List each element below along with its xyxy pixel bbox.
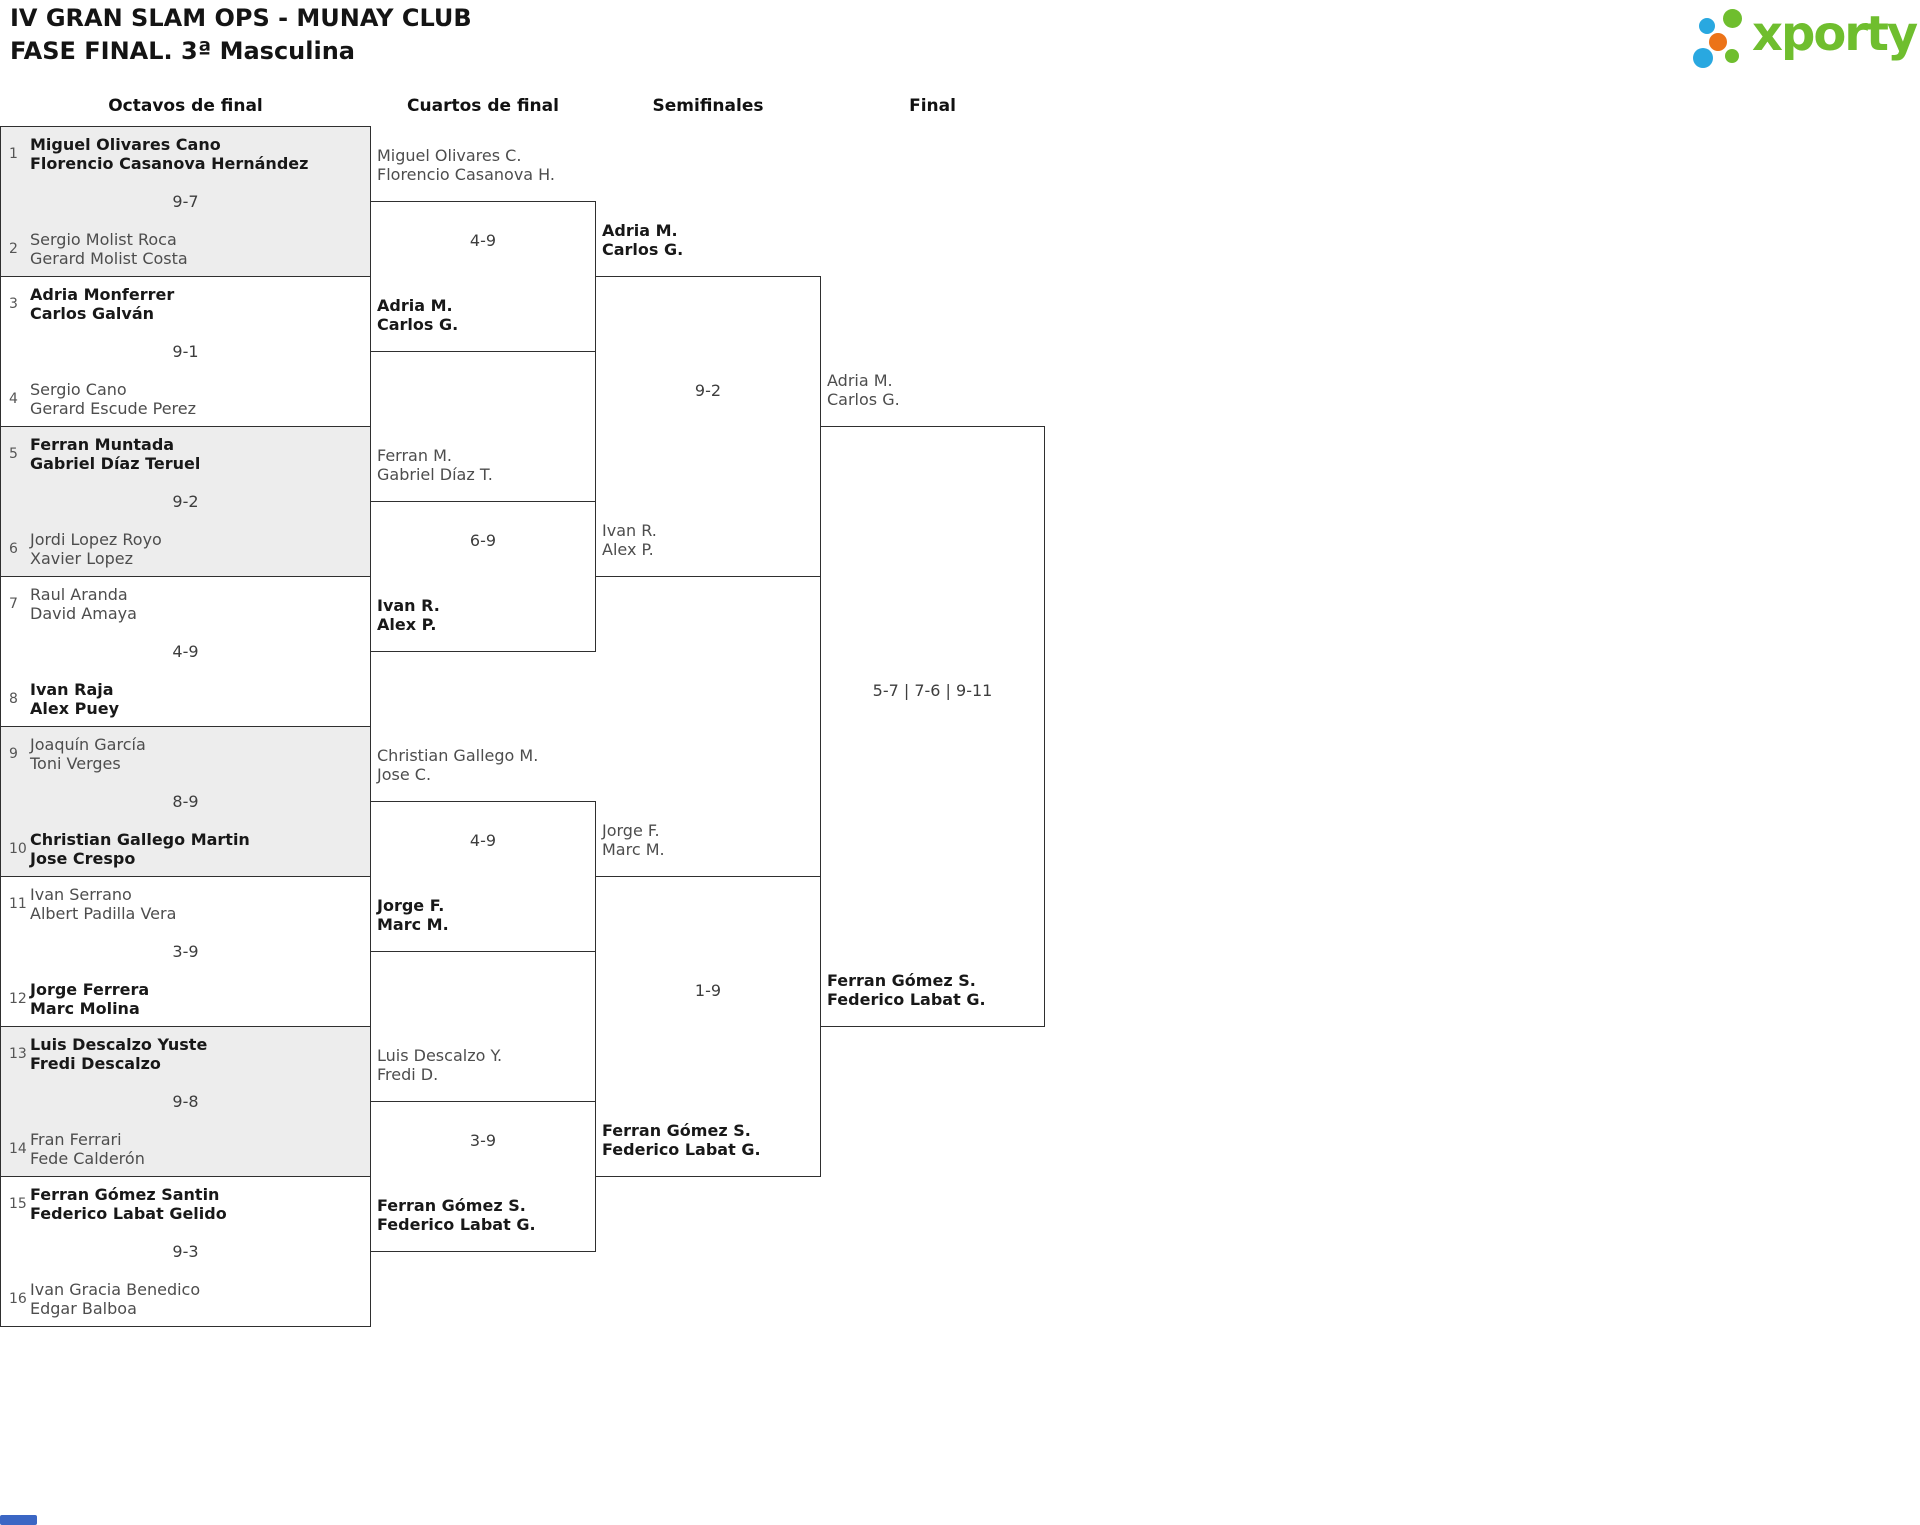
qf2-bottom-team: Ivan R.Alex P. <box>377 596 440 634</box>
qf3-bottom-team: Jorge F.Marc M. <box>377 896 449 934</box>
seed-number: 3 <box>9 296 18 312</box>
xporty-logo[interactable]: xporty <box>1690 4 1920 82</box>
seed-number: 1 <box>9 146 18 162</box>
seed-number: 6 <box>9 541 18 557</box>
page-subtitle: FASE FINAL. 3ª Masculina <box>10 37 355 65</box>
final-score: 5-7 | 7-6 | 9-11 <box>872 681 993 700</box>
qf4-top-team: Luis Descalzo Y.Fredi D. <box>377 1046 503 1084</box>
final-match-box <box>820 426 1045 1027</box>
logo-dot-green-large <box>1723 9 1742 28</box>
match-score: 9-2 <box>172 492 199 511</box>
seed-number: 5 <box>9 446 18 462</box>
sf2-top-team: Jorge F.Marc M. <box>602 821 665 859</box>
match-score: 9-7 <box>172 192 199 211</box>
seed-number: 14 <box>9 1141 27 1157</box>
seed-number: 9 <box>9 746 18 762</box>
seed-number: 2 <box>9 241 18 257</box>
qf1-bottom-team: Adria M.Carlos G. <box>377 296 459 334</box>
sf2-bottom-team: Ferran Gómez S.Federico Labat G. <box>602 1121 761 1159</box>
seed-number: 12 <box>9 991 27 1007</box>
sf1-score: 9-2 <box>694 381 722 400</box>
seed-number: 13 <box>9 1046 27 1062</box>
match-score: 4-9 <box>172 642 199 661</box>
column-header-final: Final <box>909 96 956 116</box>
column-header-cuartos: Cuartos de final <box>407 96 559 116</box>
seed-number: 16 <box>9 1291 27 1307</box>
match-score: 8-9 <box>172 792 199 811</box>
sf1-top-team: Adria M.Carlos G. <box>602 221 684 259</box>
logo-dot-blue-small <box>1699 18 1715 34</box>
sf1-bottom-team: Ivan R.Alex P. <box>602 521 657 559</box>
qf3-score: 4-9 <box>469 831 497 850</box>
qf1-score: 4-9 <box>469 231 497 250</box>
page-title: IV GRAN SLAM OPS - MUNAY CLUB <box>10 4 472 32</box>
column-header-octavos: Octavos de final <box>108 96 263 116</box>
logo-dot-green-small <box>1725 49 1739 63</box>
final-top-team: Adria M.Carlos G. <box>827 371 900 409</box>
qf2-top-team: Ferran M.Gabriel Díaz T. <box>377 446 493 484</box>
logo-dot-orange <box>1709 33 1727 51</box>
logo-wordmark: xporty <box>1752 6 1918 62</box>
match-score: 9-3 <box>172 1242 199 1261</box>
seed-number: 10 <box>9 841 27 857</box>
seed-number: 8 <box>9 691 18 707</box>
cropped-ui-element <box>0 1515 37 1525</box>
seed-number: 15 <box>9 1196 27 1212</box>
sf2-score: 1-9 <box>694 981 722 1000</box>
seed-number: 4 <box>9 391 18 407</box>
qf1-top-team: Miguel Olivares C.Florencio Casanova H. <box>377 146 556 184</box>
final-bottom-team: Ferran Gómez S.Federico Labat G. <box>827 971 986 1009</box>
match-score: 9-1 <box>172 342 199 361</box>
column-header-semifinales: Semifinales <box>652 96 764 116</box>
qf2-score: 6-9 <box>469 531 497 550</box>
qf3-top-team: Christian Gallego M.Jose C. <box>377 746 539 784</box>
seed-number: 7 <box>9 596 18 612</box>
match-score: 9-8 <box>172 1092 199 1111</box>
match-score: 3-9 <box>172 942 199 961</box>
qf4-score: 3-9 <box>469 1131 497 1150</box>
qf4-bottom-team: Ferran Gómez S.Federico Labat G. <box>377 1196 536 1234</box>
logo-dot-blue-large <box>1693 48 1713 68</box>
seed-number: 11 <box>9 896 27 912</box>
